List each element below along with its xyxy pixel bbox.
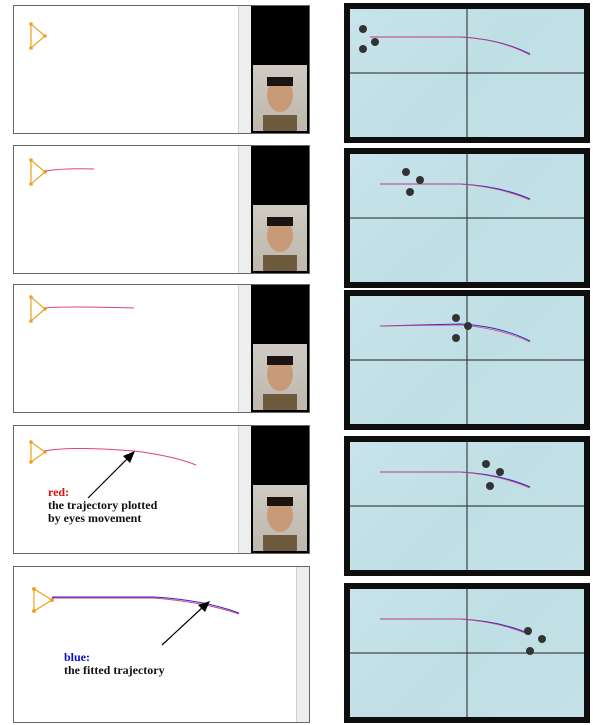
face-photo (253, 65, 307, 131)
face-photo (253, 205, 307, 271)
screen-capture-2 (344, 148, 590, 288)
webcam-view (251, 146, 309, 273)
screen-canvas-5 (350, 589, 584, 717)
screen-capture-3 (344, 290, 590, 430)
face-photo (253, 344, 307, 410)
screen-capture-5 (344, 583, 590, 723)
arrowhead (198, 601, 210, 612)
robot-group (482, 460, 504, 490)
plot-canvas-4 (29, 440, 197, 499)
face-photo (253, 485, 307, 551)
start-dot (29, 22, 33, 26)
plot-canvas-3 (29, 295, 135, 323)
fitted-trajectory-line1: the fitted trajectory (64, 663, 165, 677)
fitted-trajectory-label: blue: the fitted trajectory (64, 651, 165, 677)
webcam-view (251, 285, 309, 412)
screen-capture-4 (344, 436, 590, 576)
ruler-strip (238, 6, 251, 133)
start-triangle (30, 22, 46, 50)
start-dot (29, 46, 33, 50)
robot-group (524, 627, 546, 655)
screen-canvas-2 (350, 154, 584, 282)
ruler-strip (238, 426, 251, 553)
robot-group (452, 314, 472, 342)
plot-panel-3 (13, 284, 310, 413)
eye-trajectory-label: red: the trajectory plotted by eyes move… (48, 486, 157, 525)
annotation-arrow (87, 456, 130, 499)
screen-capture-1 (344, 3, 590, 143)
fitted-trajectory-key: blue: (64, 650, 91, 664)
screen-canvas-1 (350, 9, 584, 137)
start-dot (43, 34, 47, 38)
plot-panel-4 (13, 425, 310, 554)
screen-canvas-3 (350, 296, 584, 424)
plot-panel-1 (13, 5, 310, 134)
webcam-view (251, 426, 309, 553)
plot-panel-2 (13, 145, 310, 274)
plot-canvas-5 (32, 587, 240, 646)
webcam-view (251, 6, 309, 133)
eye-trajectory-key: red: (48, 485, 70, 499)
ruler-strip (238, 285, 251, 412)
plot-canvas-2 (29, 158, 95, 186)
ruler-strip (238, 146, 251, 273)
arrowhead (123, 451, 135, 463)
plot-panel-5 (13, 566, 310, 723)
robot-group (402, 168, 424, 196)
eye-trajectory-line2: by eyes movement (48, 511, 142, 525)
annotation-arrow (161, 606, 204, 646)
plot-canvas-1 (29, 22, 47, 50)
screen-canvas-4 (350, 442, 584, 570)
eye-trajectory-line1: the trajectory plotted (48, 498, 158, 512)
robot-group (359, 25, 379, 53)
ruler-strip (296, 567, 309, 722)
